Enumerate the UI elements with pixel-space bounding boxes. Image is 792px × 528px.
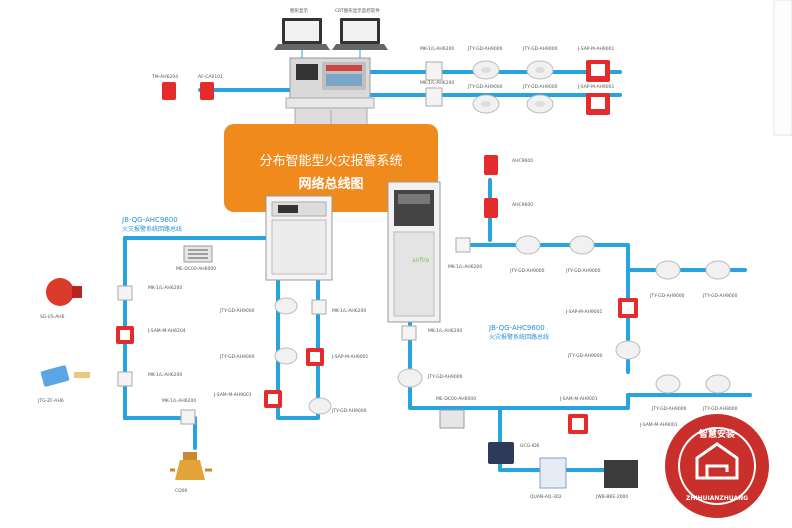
device-label: ME-DC00-AH6000 <box>436 396 476 402</box>
top-module-1 <box>425 61 443 81</box>
left-top-alarms <box>162 82 214 100</box>
device-label: J-SAP-M-AH9001 <box>331 354 369 360</box>
diagram-title: 分布智能型火灾报警系统 <box>259 153 402 169</box>
right-upper-loop <box>468 243 630 374</box>
device-label: MK-1/L-AH6200 <box>148 372 182 378</box>
device-label: CQ00 <box>175 488 188 494</box>
title-box <box>224 124 438 212</box>
device-label: JTY-GD-AH9000 <box>331 408 367 414</box>
device-label: AHC9600 <box>512 158 533 164</box>
device-label: MK-1/L-AH6200 <box>148 285 182 291</box>
left-bus-code: JB-QG-AHC9600 <box>121 216 178 224</box>
device-label: JTY-GD-AH9000 <box>467 84 503 90</box>
left-loop-top <box>123 236 272 247</box>
device-label: J-SAP-M-AH9001 <box>577 46 615 52</box>
device-label: J-SAP-M-AH9001 <box>577 84 615 90</box>
device-label: J-SAM-M-AH6204 <box>147 328 186 334</box>
pc-right <box>332 18 388 50</box>
device-label: JTY-GD-AH9000 <box>702 293 738 299</box>
device-label: JTY-GD-AH9000 <box>565 268 601 274</box>
device-label: TM-AH6204 <box>151 74 178 80</box>
device-label: JTY-GD-AH9000 <box>522 84 558 90</box>
device-label: JTY-GD-AH9000 <box>219 308 255 314</box>
left-devices <box>40 278 212 480</box>
right-bus-code: JB-QG-AHC9600 <box>488 324 545 332</box>
zhihui-logo: 智慧安装 ZHIHUIANZHUANG <box>665 414 769 518</box>
top-devices <box>425 60 610 115</box>
device-label: J-SAP-M-AH9001 <box>565 309 603 315</box>
device-label: QUAN-AQ-302 <box>530 494 562 500</box>
device-label: JTY-GD-AH9000 <box>567 353 603 359</box>
center-cabinet <box>387 181 441 323</box>
diagram-subtitle: 网络总线图 <box>298 176 363 192</box>
device-label: SG-I/S-AH6 <box>40 314 65 320</box>
label-pc-right: CRT图形显示监控软件 <box>335 7 380 14</box>
device-label: JTY-GD-AH9000 <box>467 46 503 52</box>
watermark: anfire <box>412 257 430 264</box>
device-label: J-SAM-M-AH9001 <box>559 396 598 402</box>
right-lower-loop <box>408 320 630 410</box>
device-label: MK-1/L-AH6200 <box>420 46 454 52</box>
device-label: JWB-BKE-2000 <box>595 494 628 500</box>
top-module-2 <box>425 87 443 107</box>
device-label: JTG-ZF-AH6 <box>37 398 64 404</box>
left-panel-cabinet <box>265 195 333 281</box>
device-label: AHC9600 <box>512 202 533 208</box>
gas-bus <box>498 406 622 472</box>
device-label: GCG-ID6 <box>520 443 540 449</box>
right-bus-name: 火灾报警系统回路总线 <box>489 333 549 341</box>
mid-alarms <box>484 155 498 218</box>
pc-left <box>274 18 330 50</box>
side-panel <box>773 0 792 136</box>
left-small-panel <box>183 245 213 263</box>
device-label: JTY-GD-AH9000 <box>702 406 738 412</box>
label-pc-left: 图形显示 <box>290 7 308 14</box>
device-label: MK-1/L-AH6200 <box>428 328 462 334</box>
logo-chinese: 智慧安装 <box>699 428 736 440</box>
device-label: MK-1/L-AH6200 <box>332 308 366 314</box>
device-label: J-SAM-M-AH9001 <box>213 392 252 398</box>
logo-pinyin: ZHIHUIANZHUANG <box>686 495 748 502</box>
device-label: MK-1/L-AH6200 <box>162 398 196 404</box>
device-label: JTY-GD-AH9000 <box>509 268 545 274</box>
device-label: MK-1/L-AH6200 <box>448 264 482 270</box>
device-label: JTY-GD-AH9000 <box>219 354 255 360</box>
device-label: MK-1/L-AH6200 <box>420 80 454 86</box>
device-label: JTY-GD-AH9000 <box>522 46 558 52</box>
panel-loop-devices <box>264 297 332 415</box>
right-devices <box>397 235 731 489</box>
device-label: JTY-GD-AH9000 <box>649 293 685 299</box>
device-label: ME-DC00-AH6000 <box>176 266 216 272</box>
device-label: J-SAM-M-AH9001 <box>639 422 678 428</box>
device-label: JTY-GD-AH9000 <box>651 406 687 412</box>
left-bus-name: 火灾报警系统回路总线 <box>122 225 182 233</box>
device-label: JTY-GD-AH9000 <box>427 374 463 380</box>
device-label: AF-CA0101 <box>198 74 223 80</box>
